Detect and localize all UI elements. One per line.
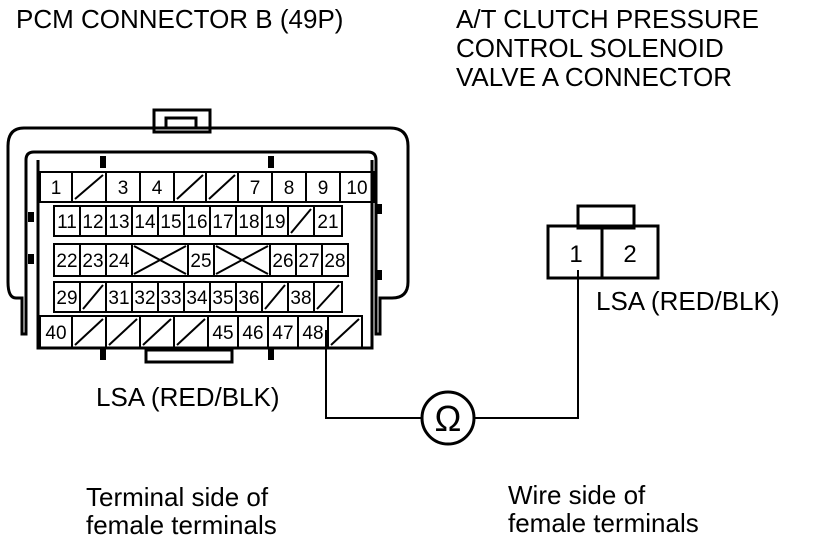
pcm-terminal-number: 38 bbox=[290, 288, 311, 309]
pcm-empty-cavity-slash bbox=[74, 174, 104, 200]
solenoid-terminal-1: 1 bbox=[569, 241, 582, 268]
pcm-blocked-cavity-cross bbox=[215, 245, 269, 275]
pcm-terminal-number: 21 bbox=[317, 212, 338, 233]
pcm-empty-cavity-slash bbox=[108, 318, 138, 346]
pcm-terminal-number: 14 bbox=[134, 212, 156, 233]
pcm-terminal-number: 17 bbox=[212, 212, 233, 233]
pcm-blocked-cavity-cross bbox=[133, 245, 187, 275]
pcm-terminal-number: 18 bbox=[238, 212, 259, 233]
pcm-terminal-number: 24 bbox=[108, 251, 130, 272]
pcm-terminal-cell bbox=[313, 281, 343, 313]
pcm-view-caption-line-1: Terminal side of bbox=[86, 482, 269, 512]
pcm-empty-cavity-slash bbox=[74, 318, 104, 346]
pcm-terminal-number: 28 bbox=[324, 251, 345, 272]
pcm-terminal-number: 46 bbox=[242, 323, 263, 344]
pcm-terminal-number: 32 bbox=[134, 288, 155, 309]
pcm-terminal-number: 16 bbox=[186, 212, 207, 233]
pcm-terminal-number: 19 bbox=[264, 212, 285, 233]
pcm-terminal-number: 26 bbox=[272, 251, 293, 272]
pcm-terminal-number: 9 bbox=[318, 178, 329, 199]
pcm-terminal-number: 23 bbox=[82, 251, 103, 272]
pcm-terminal-cell bbox=[313, 205, 343, 237]
pcm-terminal-number: 40 bbox=[45, 323, 66, 344]
pcm-empty-cavity-slash bbox=[176, 318, 206, 346]
ohm-icon: Ω bbox=[435, 398, 462, 439]
solenoid-view-caption-line-2: female terminals bbox=[508, 508, 699, 538]
pcm-terminal-number: 29 bbox=[56, 288, 77, 309]
pcm-empty-cavity-slash bbox=[330, 318, 360, 346]
pcm-terminal-number: 35 bbox=[212, 288, 233, 309]
pcm-terminal-number: 31 bbox=[108, 288, 129, 309]
pcm-view-caption-line-2: female terminals bbox=[86, 510, 277, 540]
pcm-empty-cavity-slash bbox=[264, 284, 286, 310]
pcm-terminal-number: 47 bbox=[272, 323, 293, 344]
pcm-terminal-number: 48 bbox=[302, 323, 323, 344]
pcm-terminal-number: 8 bbox=[284, 178, 295, 199]
pcm-empty-cavity-slash bbox=[208, 174, 236, 200]
pcm-connector-title: PCM CONNECTOR B (49P) bbox=[16, 4, 344, 34]
pcm-empty-cavity-slash bbox=[82, 284, 104, 310]
pcm-terminal-number: 25 bbox=[190, 251, 211, 272]
pcm-terminal-number: 36 bbox=[238, 288, 259, 309]
solenoid-connector-title-line-1: A/T CLUTCH PRESSURE bbox=[456, 4, 759, 34]
pcm-terminal-number: 13 bbox=[108, 212, 129, 233]
pcm-empty-cavity-slash bbox=[290, 208, 312, 234]
pcm-terminal-number: 27 bbox=[298, 251, 319, 272]
pcm-empty-cavity-slash bbox=[176, 174, 204, 200]
pcm-terminal-number: 3 bbox=[118, 178, 129, 199]
pcm-terminal-number: 34 bbox=[186, 288, 208, 309]
ohmmeter-symbol bbox=[420, 390, 476, 446]
pcm-terminal-number: 22 bbox=[56, 251, 77, 272]
pcm-wire-label: LSA (RED/BLK) bbox=[96, 382, 280, 412]
pcm-terminal-number: 10 bbox=[346, 178, 367, 199]
pcm-connector-latches bbox=[28, 156, 382, 360]
pcm-terminal-number: 4 bbox=[152, 178, 163, 199]
pcm-terminal-number: 1 bbox=[51, 178, 62, 199]
solenoid-terminal-2: 2 bbox=[623, 241, 636, 268]
solenoid-view-caption-line-1: Wire side of bbox=[508, 480, 646, 510]
pcm-terminal-number: 7 bbox=[250, 178, 261, 199]
pcm-empty-cavity-slash bbox=[316, 284, 340, 310]
pcm-terminal-number: 33 bbox=[160, 288, 181, 309]
test-wire bbox=[325, 270, 579, 419]
solenoid-connector-housing bbox=[546, 204, 660, 280]
pcm-terminal-number: 15 bbox=[160, 212, 181, 233]
pcm-terminal-cell bbox=[339, 171, 375, 203]
pcm-terminal-number: 11 bbox=[57, 212, 77, 233]
pcm-terminal-number: 12 bbox=[82, 212, 103, 233]
pcm-terminal-number: 45 bbox=[212, 323, 233, 344]
solenoid-connector-title-line-2: CONTROL SOLENOID bbox=[456, 33, 724, 63]
solenoid-connector-title-line-3: VALVE A CONNECTOR bbox=[456, 62, 732, 92]
solenoid-wire-label: LSA (RED/BLK) bbox=[596, 286, 780, 316]
pcm-terminal-cell bbox=[327, 315, 363, 349]
pcm-terminal-cell bbox=[321, 243, 349, 277]
pcm-empty-cavity-slash bbox=[142, 318, 172, 346]
